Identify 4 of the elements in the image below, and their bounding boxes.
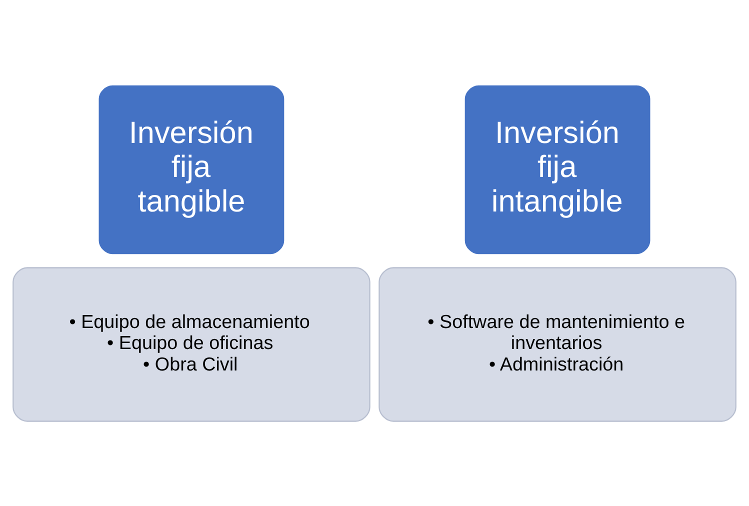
node-box: Inversión fija intangible <box>464 84 652 256</box>
node-box: Inversión fija tangible <box>98 84 286 256</box>
node-box: • Equipo de almacenamiento • Equipo de oficinas • Obra Civil <box>12 267 370 422</box>
node-box: • Software de mantenimiento e inventarios • Administración <box>378 267 736 422</box>
